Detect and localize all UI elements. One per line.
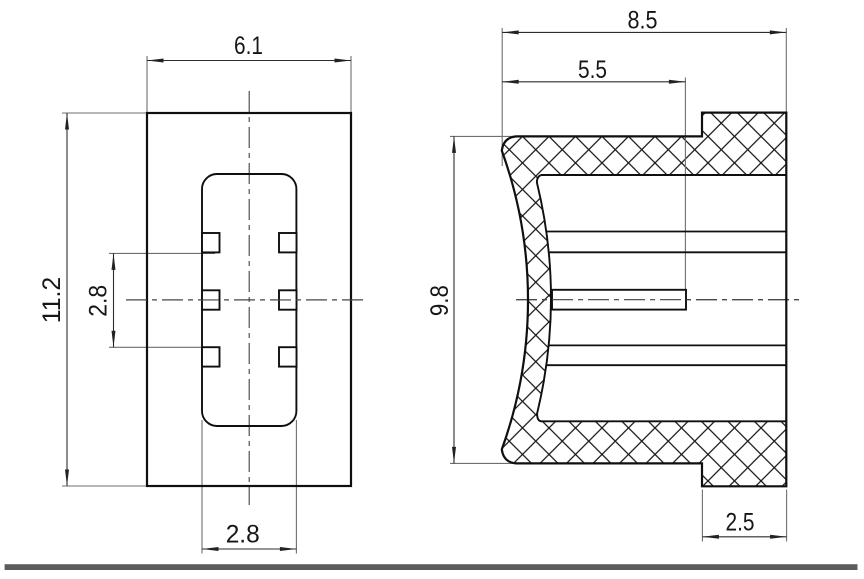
svg-text:9.8: 9.8	[426, 285, 454, 316]
svg-text:5.5: 5.5	[578, 56, 607, 84]
svg-text:2.5: 2.5	[726, 509, 755, 537]
svg-text:11.2: 11.2	[38, 277, 66, 324]
svg-text:6.1: 6.1	[234, 32, 263, 60]
svg-text:2.8: 2.8	[85, 285, 113, 317]
svg-text:2.8: 2.8	[226, 520, 260, 548]
svg-text:8.5: 8.5	[628, 7, 658, 35]
